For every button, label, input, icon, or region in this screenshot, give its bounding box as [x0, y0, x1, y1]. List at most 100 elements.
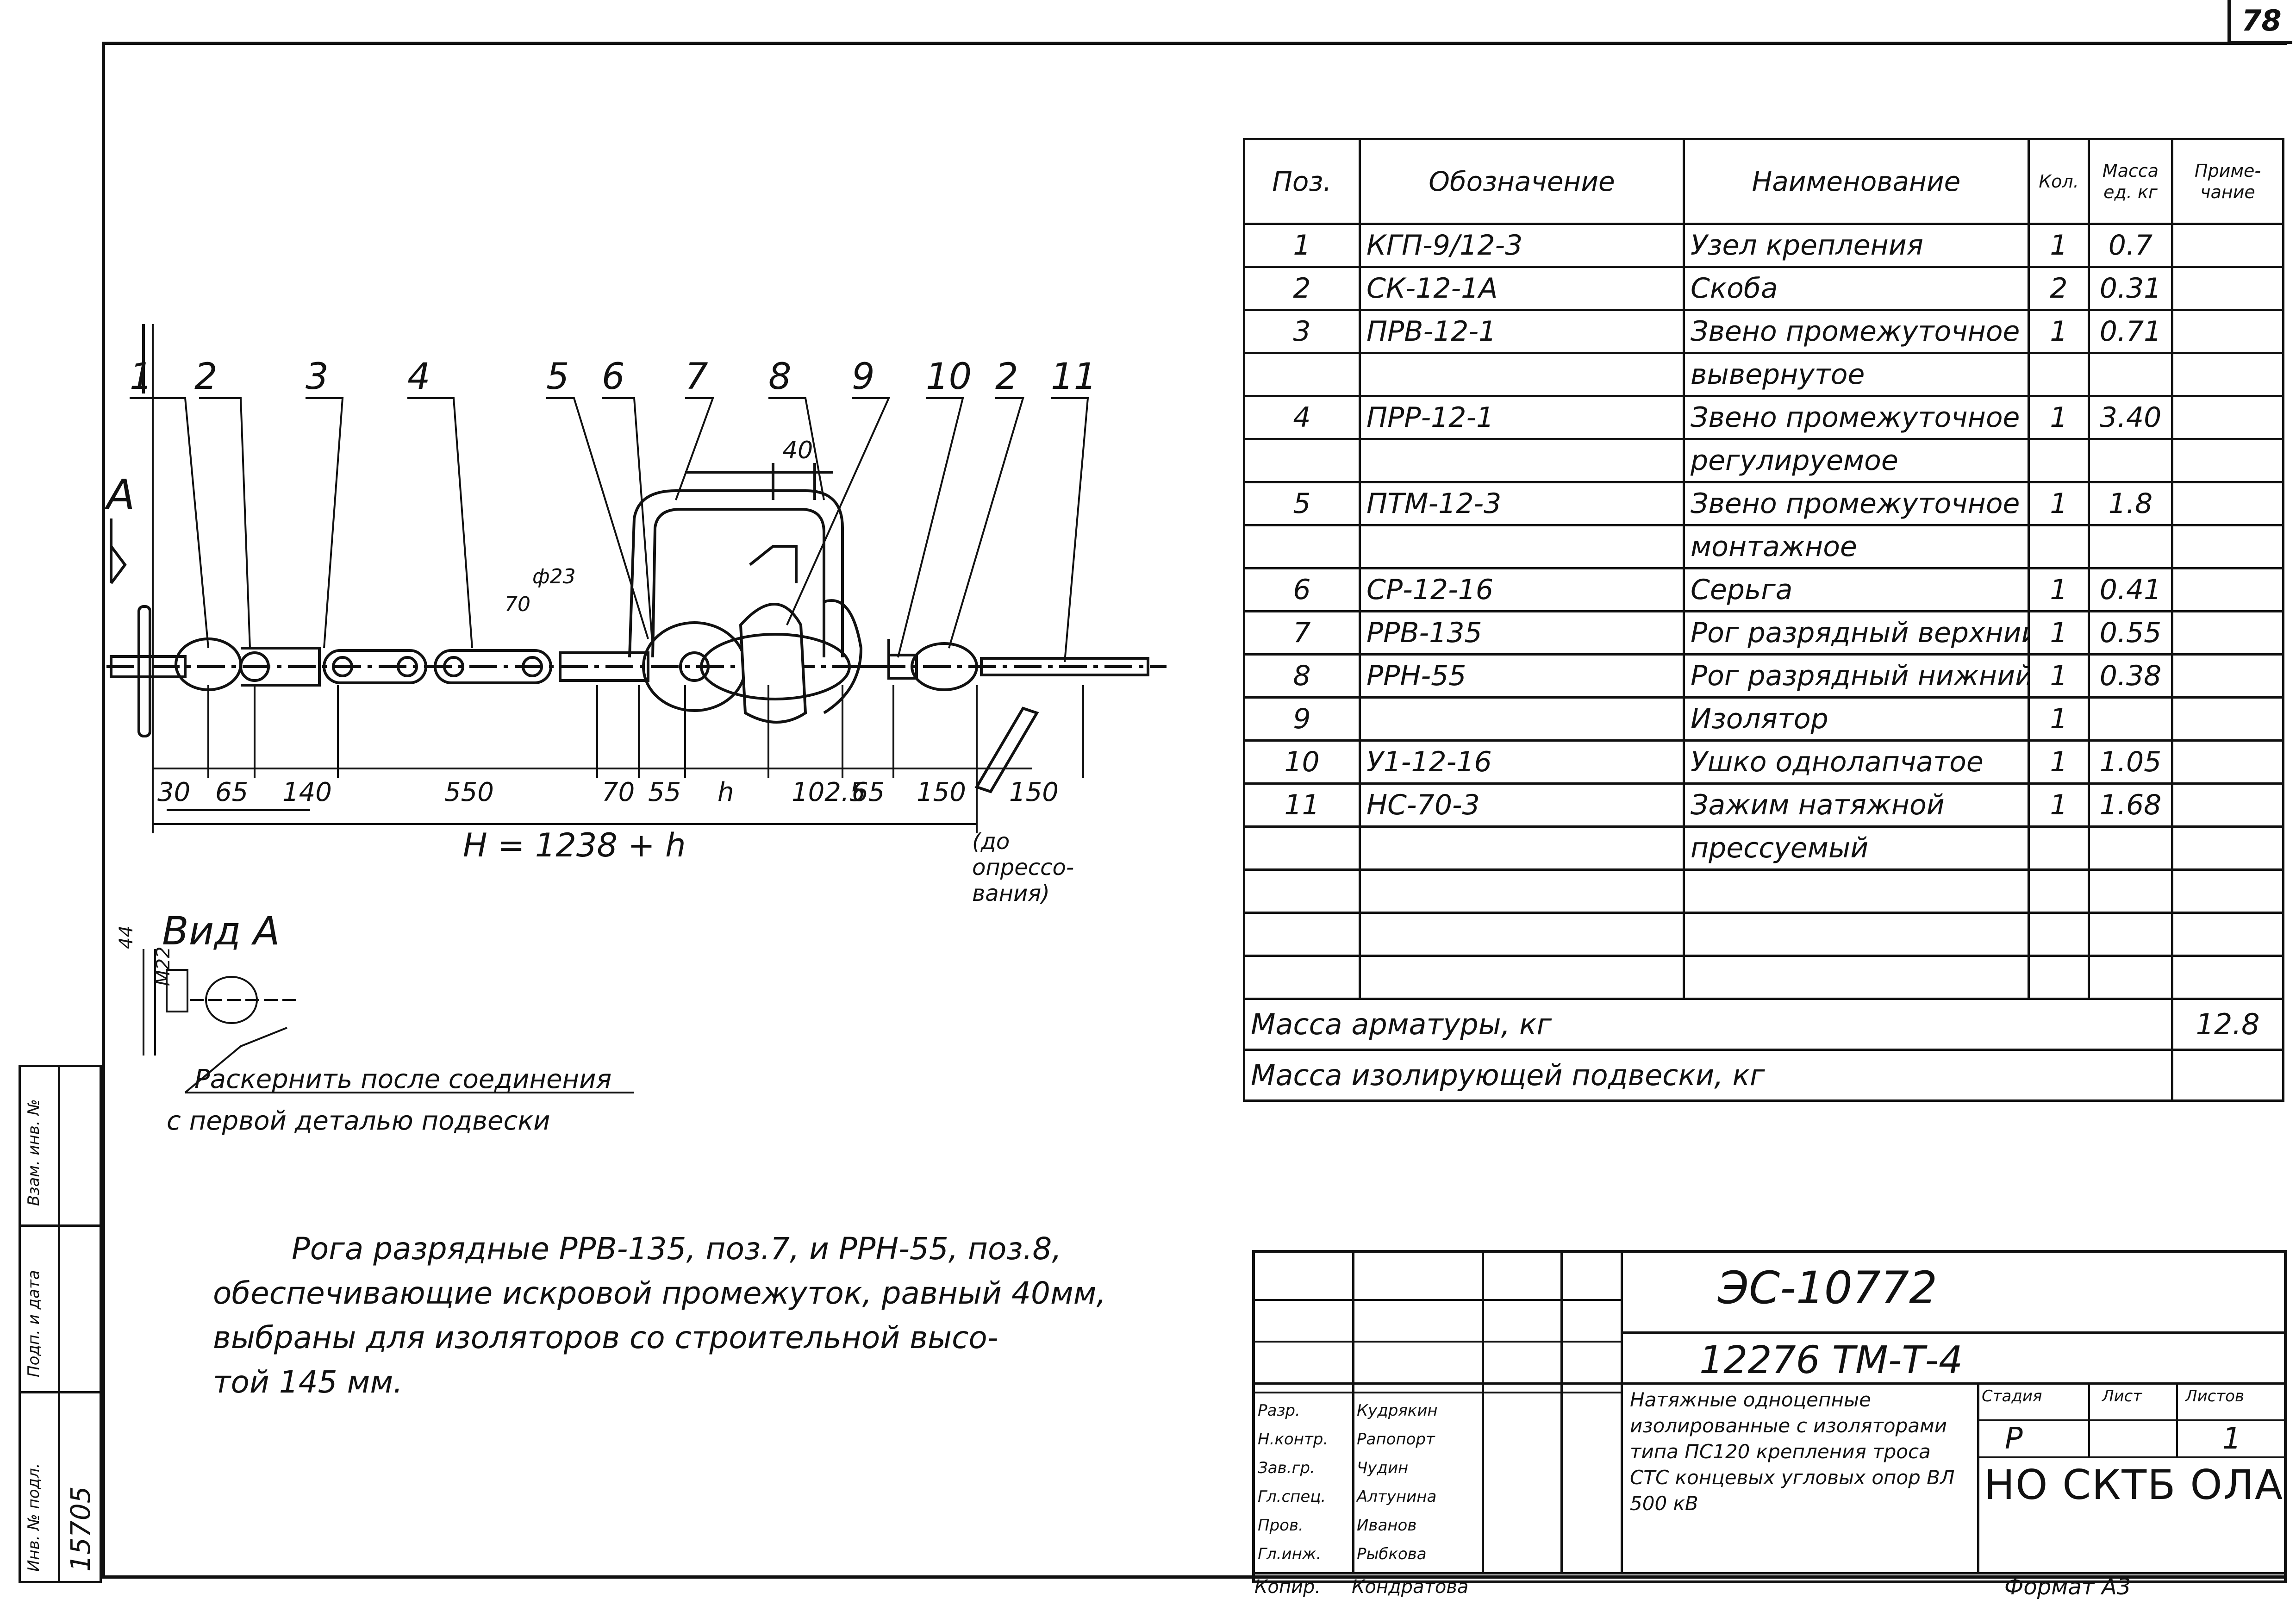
spec-cell-name: Узел крепления: [1683, 223, 2030, 268]
dim-65b: 65: [852, 777, 885, 807]
dim-55: 55: [648, 777, 681, 807]
spec-cell-note: [2171, 438, 2284, 483]
spec-cell-qty: [2028, 955, 2090, 1000]
spec-cell-mass: [2088, 912, 2173, 957]
view-dim-44: 44: [116, 925, 137, 949]
dim-150b: 150: [1009, 777, 1059, 807]
spec-cell-designation: [1359, 825, 1685, 871]
spec-cell-pos: 9: [1243, 696, 1361, 742]
total-fittings-row: Масса арматуры, кг 12.8: [1243, 998, 2284, 1051]
note-line-2: обеспечивающие искровой промежуток, равн…: [213, 1275, 1106, 1311]
pos-label-5: 5: [546, 356, 569, 398]
header-designation: Обозначение: [1359, 138, 1685, 225]
spec-cell-mass: 1.8: [2088, 481, 2173, 526]
total-formula: H = 1238 + h: [463, 826, 686, 864]
spec-cell-pos: 3: [1243, 309, 1361, 354]
total-insulators-label: Масса изолирующей подвески, кг: [1243, 1049, 2173, 1102]
spec-cell-name: Звено промежуточное: [1683, 395, 2030, 440]
spec-cell-qty: [2028, 912, 2090, 957]
spec-cell-note: [2171, 868, 2284, 914]
spec-cell-qty: 1: [2028, 567, 2090, 612]
pos-label-2: 2: [194, 356, 218, 398]
spec-cell-designation: [1359, 352, 1685, 397]
role-4: Гл.спец.: [1258, 1487, 1326, 1506]
side-stamp: Взам. инв. № Подп. и дата Инв. № подл. 1…: [19, 1065, 102, 1583]
spec-row: прессуемый: [1243, 825, 2284, 871]
spec-cell-name: прессуемый: [1683, 825, 2030, 871]
spec-cell-designation: КГП-9/12-3: [1359, 223, 1685, 268]
spec-cell-qty: 1: [2028, 309, 2090, 354]
copied-label: Копир.: [1254, 1576, 1321, 1598]
spec-cell-mass: [2088, 696, 2173, 742]
view-dim-m22: М22: [153, 946, 174, 986]
role-3: Зав.гр.: [1258, 1459, 1315, 1477]
spec-cell-designation: [1359, 868, 1685, 914]
spec-cell-note: [2171, 524, 2284, 569]
sign-label: Подп. и дата: [25, 1270, 43, 1377]
dim-70: 70: [602, 777, 635, 807]
spec-cell-pos: [1243, 868, 1361, 914]
pos-label-6: 6: [602, 356, 625, 398]
doc-code: ЭС-10772: [1718, 1262, 1938, 1314]
spec-cell-pos: 6: [1243, 567, 1361, 612]
view-a-title: Вид А: [162, 908, 280, 954]
spec-cell-note: [2171, 825, 2284, 871]
assembly-drawing: 1 2 3 4 5 6 7 8 9 10 2 11 А 40 ф23 70 30…: [104, 324, 1167, 1136]
spec-cell-mass: 1.68: [2088, 782, 2173, 828]
names-column: Кудрякин Рапопорт Чудин Алтунина Иванов …: [1357, 1396, 1482, 1568]
spec-cell-designation: ПРВ-12-1: [1359, 309, 1685, 354]
spec-cell-name: [1683, 912, 2030, 957]
inv-value: 15705: [65, 1486, 96, 1572]
stage-label: Стадия: [1982, 1387, 2042, 1405]
doc-number: 12276 ТМ-Т-4: [1699, 1338, 1963, 1382]
spec-cell-name: монтажное: [1683, 524, 2030, 569]
dim-140: 140: [282, 777, 332, 807]
spec-cell-pos: 7: [1243, 610, 1361, 656]
spec-cell-designation: [1359, 912, 1685, 957]
role-1: Разр.: [1258, 1401, 1300, 1420]
pos-label-1: 1: [130, 356, 153, 398]
note-line-1: Рога разрядные РРВ-135, поз.7, и РРН-55,…: [292, 1231, 1062, 1267]
spec-cell-name: Скоба: [1683, 266, 2030, 311]
spec-cell-mass: 1.05: [2088, 739, 2173, 785]
spec-cell-name: Изолятор: [1683, 696, 2030, 742]
spec-cell-mass: 0.55: [2088, 610, 2173, 656]
header-qty: Кол.: [2028, 138, 2090, 225]
spec-cell-note: [2171, 395, 2284, 440]
spec-cell-qty: 1: [2028, 481, 2090, 526]
spec-cell-name: Звено промежуточное: [1683, 481, 2030, 526]
spec-cell-name: Зажим натяжной: [1683, 782, 2030, 828]
spec-cell-note: [2171, 955, 2284, 1000]
spec-cell-note: [2171, 309, 2284, 354]
sheet-number: 78: [2227, 0, 2292, 44]
spec-cell-note: [2171, 610, 2284, 656]
spec-cell-name: регулируемое: [1683, 438, 2030, 483]
total-fittings-label: Масса арматуры, кг: [1243, 998, 2173, 1051]
spec-cell-qty: 1: [2028, 739, 2090, 785]
spec-cell-designation: РРН-55: [1359, 653, 1685, 699]
diameter-label: ф23: [532, 565, 576, 588]
spec-row: регулируемое: [1243, 438, 2284, 483]
roles-column: Разр. Н.контр. Зав.гр. Гл.спец. Пров. Гл…: [1258, 1396, 1350, 1568]
spec-cell-name: Ушко однолапчатое: [1683, 739, 2030, 785]
name-3: Чудин: [1357, 1459, 1409, 1477]
spec-cell-qty: 1: [2028, 395, 2090, 440]
spec-cell-mass: 0.31: [2088, 266, 2173, 311]
replace-label: Взам. инв. №: [25, 1099, 43, 1206]
spec-row: вывернутое: [1243, 352, 2284, 397]
spec-cell-pos: [1243, 955, 1361, 1000]
spec-cell-pos: [1243, 912, 1361, 957]
pos-label-8: 8: [768, 356, 792, 398]
total-insulators-row: Масса изолирующей подвески, кг: [1243, 1049, 2284, 1102]
spec-cell-qty: [2028, 868, 2090, 914]
spec-cell-mass: [2088, 524, 2173, 569]
spec-cell-pos: [1243, 438, 1361, 483]
name-1: Кудрякин: [1357, 1401, 1438, 1420]
name-4: Алтунина: [1357, 1487, 1437, 1506]
spec-cell-name: вывернутое: [1683, 352, 2030, 397]
